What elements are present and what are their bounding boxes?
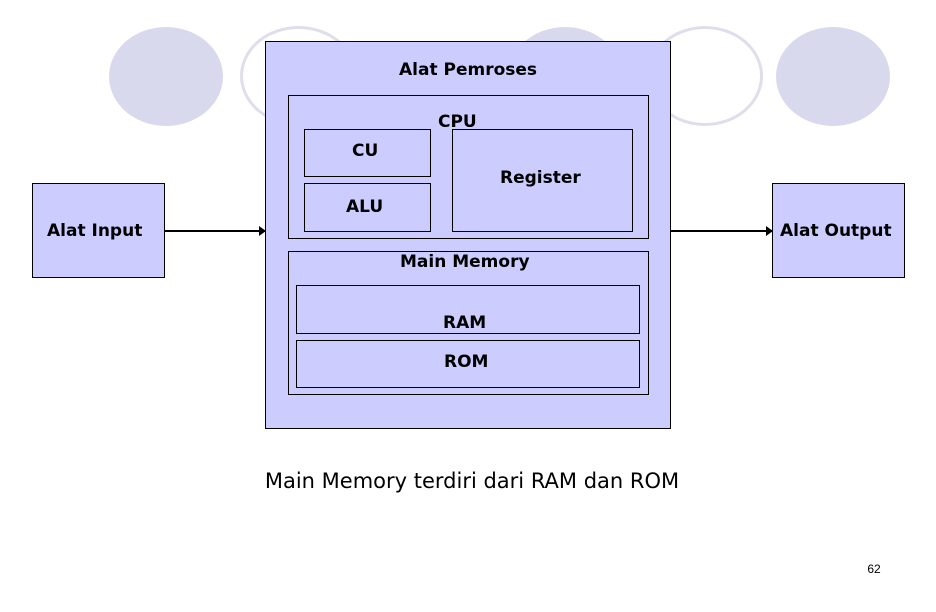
ram-label: RAM	[443, 313, 487, 333]
rom-box	[296, 340, 640, 388]
output-device-box	[772, 183, 905, 278]
control-unit-box	[304, 129, 431, 177]
register-label: Register	[500, 168, 581, 188]
processor-title: Alat Pemroses	[399, 60, 538, 80]
input-device-label: Alat Input	[47, 221, 143, 241]
decorative-circle	[776, 27, 890, 126]
slide-caption: Main Memory terdiri dari RAM dan ROM	[264, 469, 680, 493]
control-unit-label: CU	[352, 141, 379, 161]
processor-to-output-arrow	[670, 226, 773, 236]
rom-label: ROM	[444, 352, 489, 372]
decorative-circle	[109, 27, 223, 126]
main-memory-label: Main Memory	[400, 252, 530, 272]
register-box	[452, 129, 633, 232]
ram-box	[296, 285, 640, 334]
input-to-processor-arrow	[165, 226, 266, 236]
input-device-box	[32, 183, 165, 278]
alu-label: ALU	[346, 197, 384, 217]
page-number: 62	[867, 562, 881, 576]
output-device-label: Alat Output	[780, 221, 892, 241]
cpu-label: CPU	[438, 112, 477, 132]
alu-box	[304, 183, 431, 232]
